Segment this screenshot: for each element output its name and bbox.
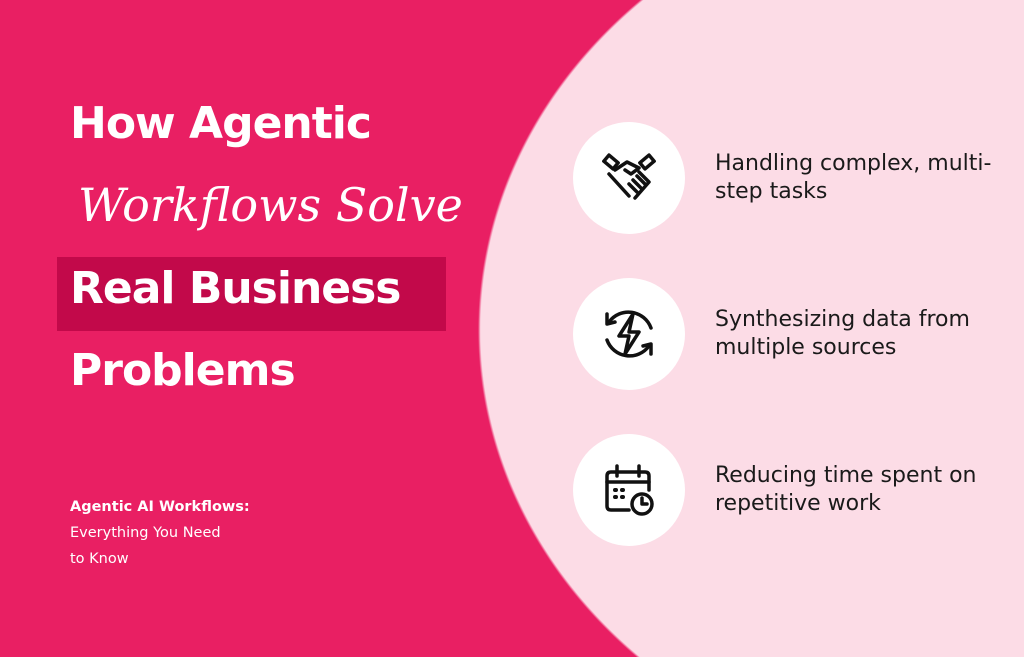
title-line-4: Problems bbox=[70, 345, 296, 396]
item-text: Handling complex, multi-step tasks bbox=[715, 151, 992, 204]
calendar-clock-icon bbox=[573, 434, 685, 546]
title-highlight bbox=[57, 257, 446, 331]
handshake-icon bbox=[573, 122, 685, 234]
title-line-1: How Agentic bbox=[70, 98, 372, 149]
title-line-2: Workflows Solve bbox=[78, 178, 463, 232]
refresh-lightning-icon bbox=[573, 278, 685, 390]
subtitle-line-2: Everything You Need bbox=[70, 525, 221, 541]
list-item: Handling complex, multi-step tasks bbox=[573, 122, 995, 234]
title-line-3: Real Business bbox=[70, 263, 401, 314]
list-item: Synthesizing data from multiple sources bbox=[573, 278, 995, 390]
list-item: Reducing time spent on repetitive work bbox=[573, 434, 995, 546]
item-text: Reducing time spent on repetitive work bbox=[715, 463, 977, 516]
item-text: Synthesizing data from multiple sources bbox=[715, 307, 970, 360]
subtitle-line-3: to Know bbox=[70, 551, 129, 567]
background-circle bbox=[478, 0, 1024, 657]
subtitle: Agentic AI Workflows: Everything You Nee… bbox=[70, 494, 250, 572]
subtitle-bold: Agentic AI Workflows: bbox=[70, 499, 250, 515]
